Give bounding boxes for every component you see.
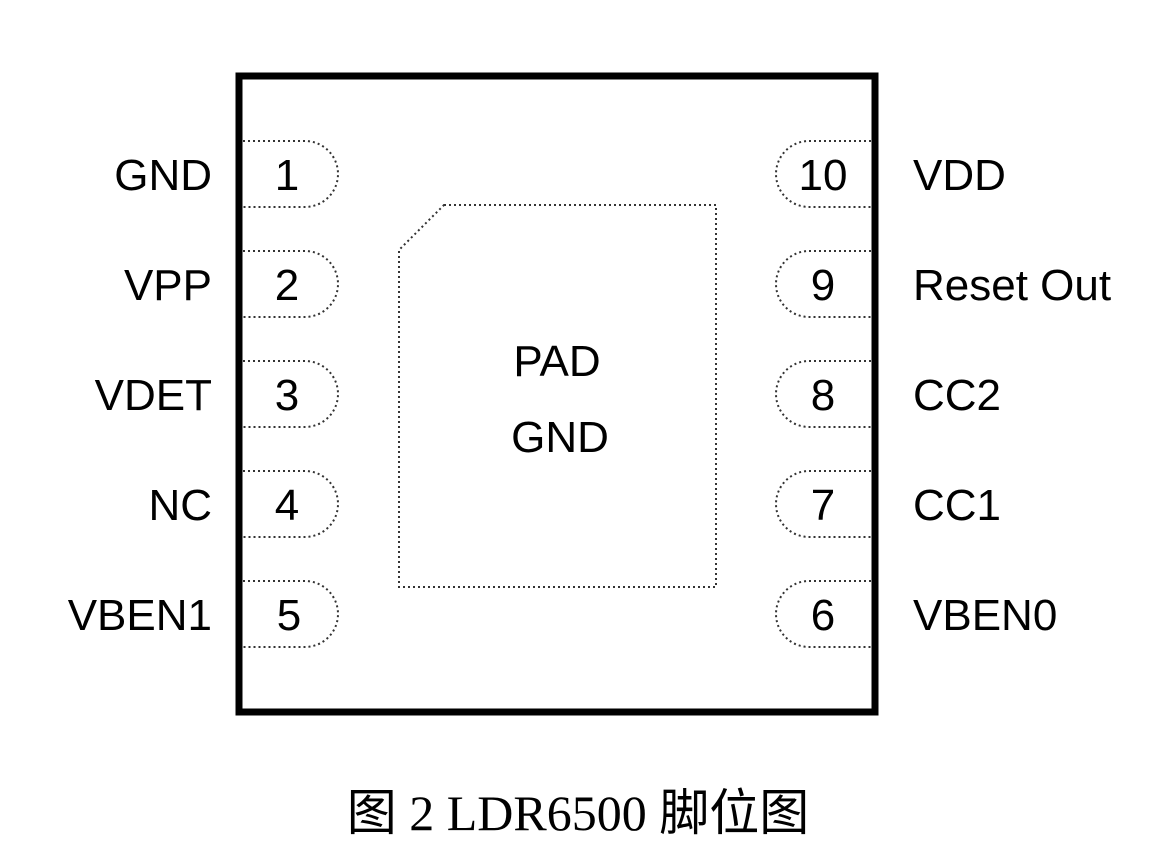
- pin-label: Reset Out: [913, 261, 1111, 310]
- pin-number: 3: [275, 371, 299, 420]
- pin-number: 1: [275, 151, 299, 200]
- right-pin-9: 9 Reset Out: [775, 250, 1111, 318]
- chip-body: [235, 72, 879, 716]
- pin-label: VBEN1: [68, 591, 212, 640]
- pin-number: 10: [799, 151, 848, 200]
- pin-label: VPP: [124, 261, 212, 310]
- pin-label: VBEN0: [913, 591, 1057, 640]
- pin-label: VDET: [95, 371, 212, 420]
- pin-number: 2: [275, 261, 299, 310]
- left-pin-5: 5 VBEN1: [68, 580, 339, 648]
- pin-number: 7: [811, 481, 835, 530]
- pin-number: 6: [811, 591, 835, 640]
- pin-number: 5: [277, 591, 301, 640]
- right-pin-7: 7 CC1: [775, 470, 1001, 538]
- pin-label: VDD: [913, 151, 1006, 200]
- left-pins: 1 GND 2 VPP 3 VDET 4 NC 5 VBEN1: [68, 140, 339, 648]
- right-pins: 10 VDD 9 Reset Out 8 CC2 7 CC1 6 VBEN0: [775, 140, 1111, 648]
- pin-label: GND: [114, 151, 212, 200]
- right-pin-6: 6 VBEN0: [775, 580, 1057, 648]
- pad-label: PAD: [513, 337, 600, 386]
- pin-label: CC1: [913, 481, 1001, 530]
- right-pin-10: 10 VDD: [775, 140, 1006, 208]
- left-pin-4: 4 NC: [148, 470, 339, 538]
- right-pin-8: 8 CC2: [775, 360, 1001, 428]
- pin-number: 4: [275, 481, 299, 530]
- figure-caption: 图 2 LDR6500 脚位图: [347, 785, 810, 841]
- left-pin-2: 2 VPP: [124, 250, 339, 318]
- pin-number: 9: [811, 261, 835, 310]
- pin-label: NC: [148, 481, 212, 530]
- left-pin-3: 3 VDET: [95, 360, 339, 428]
- left-pin-1: 1 GND: [114, 140, 339, 208]
- exposed-pad: [398, 204, 717, 588]
- pad-net-label: GND: [511, 413, 609, 462]
- pin-label: CC2: [913, 371, 1001, 420]
- pin-number: 8: [811, 371, 835, 420]
